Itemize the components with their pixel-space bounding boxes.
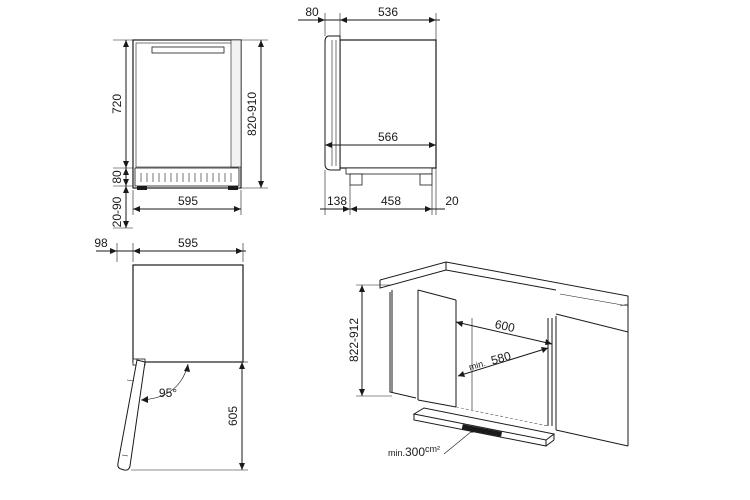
top-angle-95-label: 95° [159, 386, 177, 400]
installation-vent-leader [443, 430, 473, 455]
installation-580-dim-line [457, 347, 549, 377]
top-width-595-label: 595 [178, 236, 198, 250]
side-foot-front [349, 173, 363, 186]
side-door-profile [324, 35, 341, 171]
front-height-820-910-label: 820-910 [245, 92, 259, 136]
installation-vent-opening [461, 424, 503, 437]
side-feet-458-label: 458 [381, 194, 401, 208]
side-door-80-label: 80 [305, 5, 319, 19]
installation-niche-min-prefix: min. [468, 358, 487, 372]
front-feet-20-90-label: 20-90 [110, 196, 124, 227]
installation-vent-min-prefix: min. [388, 448, 405, 458]
front-plinth-grille [134, 167, 240, 187]
front-view: 720 80 20-90 820-910 595 [110, 39, 268, 229]
installation-vent-300-label: 300 [405, 445, 425, 459]
front-foot-left [137, 186, 147, 190]
front-foot-right [228, 186, 238, 190]
front-height-720-label: 720 [110, 94, 124, 114]
installation-height-822-912-label: 822-912 [347, 318, 361, 362]
side-foot-rear [419, 173, 433, 186]
top-open-door [117, 359, 146, 471]
front-plinth-80-label: 80 [110, 170, 124, 184]
installation-niche-600-label: 600 [494, 317, 517, 335]
top-view: 95° 98 595 605 [94, 236, 248, 471]
installation-left-cabinet [389, 292, 417, 399]
top-swing-605-label: 605 [226, 406, 240, 426]
side-rear-20-label: 20 [445, 194, 459, 208]
installation-vent-unit: cm² [425, 444, 440, 454]
installation-worktop-front [379, 269, 557, 291]
side-appliance-body [339, 39, 437, 169]
side-depth-566-label: 566 [378, 130, 398, 144]
top-door-98-label: 98 [94, 236, 108, 250]
installation-view: 822-912 600 min. 580 min. 300 cm² [347, 261, 629, 459]
front-hinge-strip [230, 39, 242, 168]
side-offset-138-label: 138 [327, 194, 347, 208]
front-grille-slots [140, 173, 232, 182]
installation-niche-580-label: 580 [489, 349, 512, 368]
installation-600-dim-line [455, 321, 553, 345]
top-appliance-body [132, 264, 244, 363]
front-handle [151, 46, 225, 54]
side-view: 80 536 566 138 458 20 [298, 5, 459, 215]
side-plinth [345, 167, 433, 175]
front-appliance-body [132, 39, 242, 189]
side-depth-536-label: 536 [378, 5, 398, 19]
front-width-595-label: 595 [178, 194, 198, 208]
